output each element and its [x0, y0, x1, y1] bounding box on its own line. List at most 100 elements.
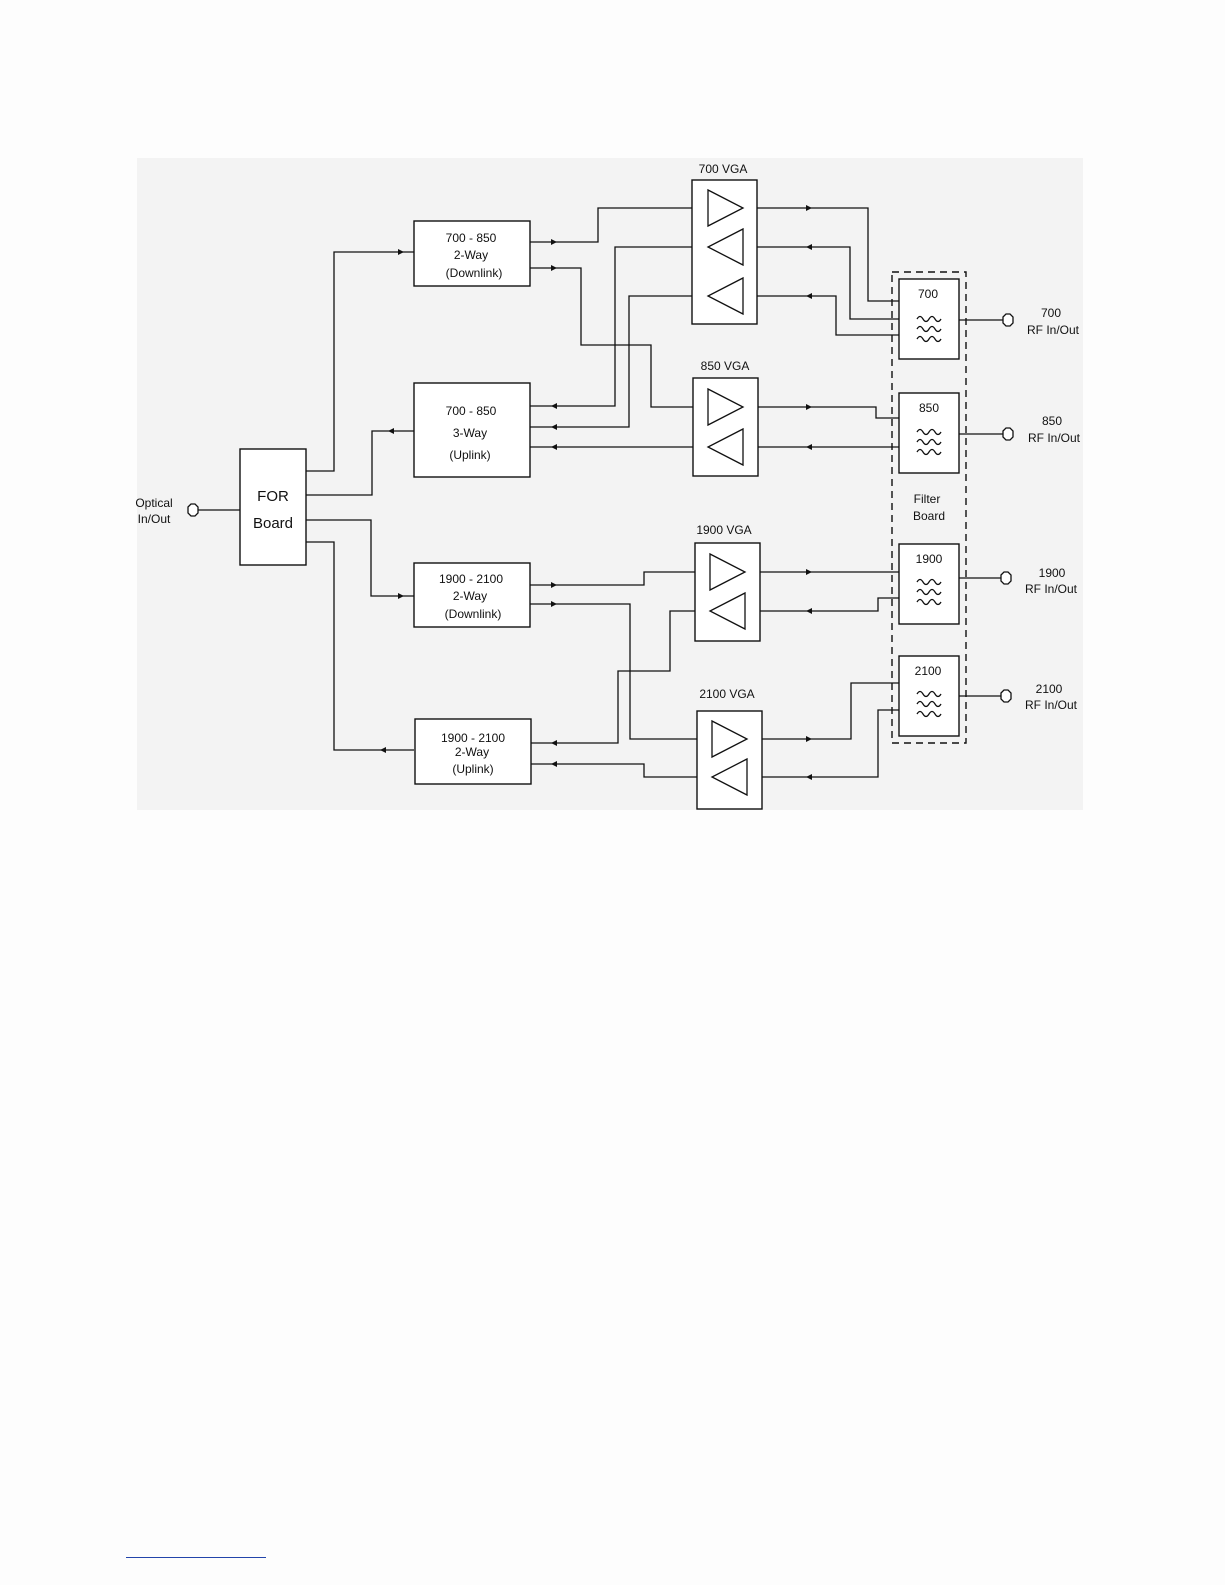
rf-port-label-line2: RF In/Out [1025, 582, 1078, 596]
arrow-left [551, 444, 557, 450]
footnote-separator [126, 1557, 266, 1558]
arrow-right [551, 239, 557, 245]
wire-dl-1900 [530, 572, 710, 585]
wire-dl-700 [530, 208, 708, 242]
filter-board-label-line2: Board [913, 509, 945, 523]
vga-box [697, 711, 762, 809]
arrow-right [551, 601, 557, 607]
rf-port-label-line2: RF In/Out [1028, 431, 1081, 445]
arrow-left [380, 747, 386, 753]
splitter-1900-2100-downlink: 1900 - 2100 2-Way (Downlink) [414, 563, 530, 627]
arrow-right [806, 569, 812, 575]
wire-dl-850 [530, 268, 708, 407]
filter-2100: 2100 [899, 656, 959, 736]
vga-label: 700 VGA [699, 162, 748, 176]
arrow-left [551, 740, 557, 746]
wire-700-ul-a-splitter [530, 247, 708, 406]
rf-port-700: 700 RF In/Out [1003, 306, 1080, 337]
wire-700-ul-a [743, 247, 899, 319]
arrow-right [551, 582, 557, 588]
wire-1900-ul-filter [745, 598, 899, 611]
filter-board-label-line1: Filter [914, 492, 941, 506]
rf-connector-icon [1003, 314, 1013, 326]
wire-for-dl-700-850 [306, 252, 414, 471]
vga-label: 2100 VGA [699, 687, 754, 701]
for-board-label-line2: Board [253, 515, 293, 532]
splitter-label-line1: 700 - 850 [446, 404, 497, 418]
splitter-label-line2: 3-Way [453, 426, 487, 440]
wire-850-dl-filter [743, 407, 899, 418]
rf-port-2100: 2100 RF In/Out [1001, 682, 1078, 712]
arrow-left [806, 244, 812, 250]
wire-1900-ul-splitter [531, 611, 710, 743]
vga-box [695, 543, 760, 641]
splitter-label-line3: (Downlink) [445, 607, 502, 621]
filter-1900: 1900 [899, 544, 959, 624]
splitter-label-line3: (Uplink) [452, 762, 493, 776]
for-board: FOR Board [240, 449, 306, 565]
rf-port-label-line2: RF In/Out [1025, 698, 1078, 712]
rf-port-label-line2: RF In/Out [1027, 323, 1080, 337]
wire-2100-ul-filter [747, 710, 899, 777]
vga-2100: 2100 VGA [697, 687, 762, 809]
rf-connector-icon [1001, 572, 1011, 584]
optical-port-label-line1: Optical [135, 496, 172, 510]
arrow-left [806, 293, 812, 299]
arrow-right [551, 265, 557, 271]
arrow-left [551, 761, 557, 767]
optical-connector-icon [188, 504, 198, 516]
rf-port-850: 850 RF In/Out [1003, 414, 1081, 445]
arrow-left [388, 428, 394, 434]
vga-700: 700 VGA [692, 162, 757, 324]
splitter-label-line1: 1900 - 2100 [439, 572, 503, 586]
arrow-left [806, 444, 812, 450]
splitter-label-line2: 2-Way [454, 248, 488, 262]
splitter-label-line1: 1900 - 2100 [441, 731, 505, 745]
vga-label: 850 VGA [701, 359, 750, 373]
arrow-right [398, 593, 404, 599]
vga-850: 850 VGA [693, 359, 758, 476]
splitter-label-line2: 2-Way [455, 745, 489, 759]
splitter-700-850-downlink: 700 - 850 2-Way (Downlink) [414, 221, 530, 286]
rf-port-label-line1: 850 [1042, 414, 1062, 428]
optical-port-label-line2: In/Out [138, 512, 171, 526]
filter-label: 700 [918, 287, 938, 301]
wires [197, 208, 1004, 777]
arrow-left [806, 608, 812, 614]
arrow-right [806, 205, 812, 211]
filter-label: 850 [919, 401, 939, 415]
vga-label: 1900 VGA [696, 523, 751, 537]
rf-port-1900: 1900 RF In/Out [1001, 566, 1078, 596]
rf-connector-icon [1001, 690, 1011, 702]
vga-box [693, 378, 758, 476]
arrow-right [398, 249, 404, 255]
wire-ul-1900-2100-for [306, 542, 414, 750]
splitter-label-line2: 2-Way [453, 589, 487, 603]
arrow-right [806, 736, 812, 742]
wire-2100-ul-splitter [531, 764, 712, 777]
wire-700-ul-b [743, 296, 899, 335]
wire-2100-dl-filter [747, 683, 899, 739]
splitter-label-line3: (Downlink) [446, 266, 503, 280]
for-board-label-line1: FOR [257, 488, 289, 505]
splitter-label-line1: 700 - 850 [446, 231, 497, 245]
arrow-right [806, 404, 812, 410]
filter-board: Filter Board 700 850 1900 [892, 272, 966, 743]
wire-ul-700-850-for [306, 431, 414, 495]
rf-port-label-line1: 700 [1041, 306, 1061, 320]
arrow-left [551, 403, 557, 409]
splitter-1900-2100-uplink: 1900 - 2100 2-Way (Uplink) [415, 719, 531, 784]
rf-connector-icon [1003, 428, 1013, 440]
filter-label: 2100 [915, 664, 942, 678]
splitter-700-850-uplink: 700 - 850 3-Way (Uplink) [414, 383, 530, 477]
filter-700: 700 [899, 279, 959, 359]
arrow-left [551, 424, 557, 430]
vga-1900: 1900 VGA [695, 523, 760, 641]
optical-port: Optical In/Out [135, 496, 198, 526]
rf-port-label-line1: 2100 [1036, 682, 1063, 696]
filter-label: 1900 [916, 552, 943, 566]
rf-port-label-line1: 1900 [1039, 566, 1066, 580]
arrow-left [806, 774, 812, 780]
wire-700-dl-filter [743, 208, 899, 301]
